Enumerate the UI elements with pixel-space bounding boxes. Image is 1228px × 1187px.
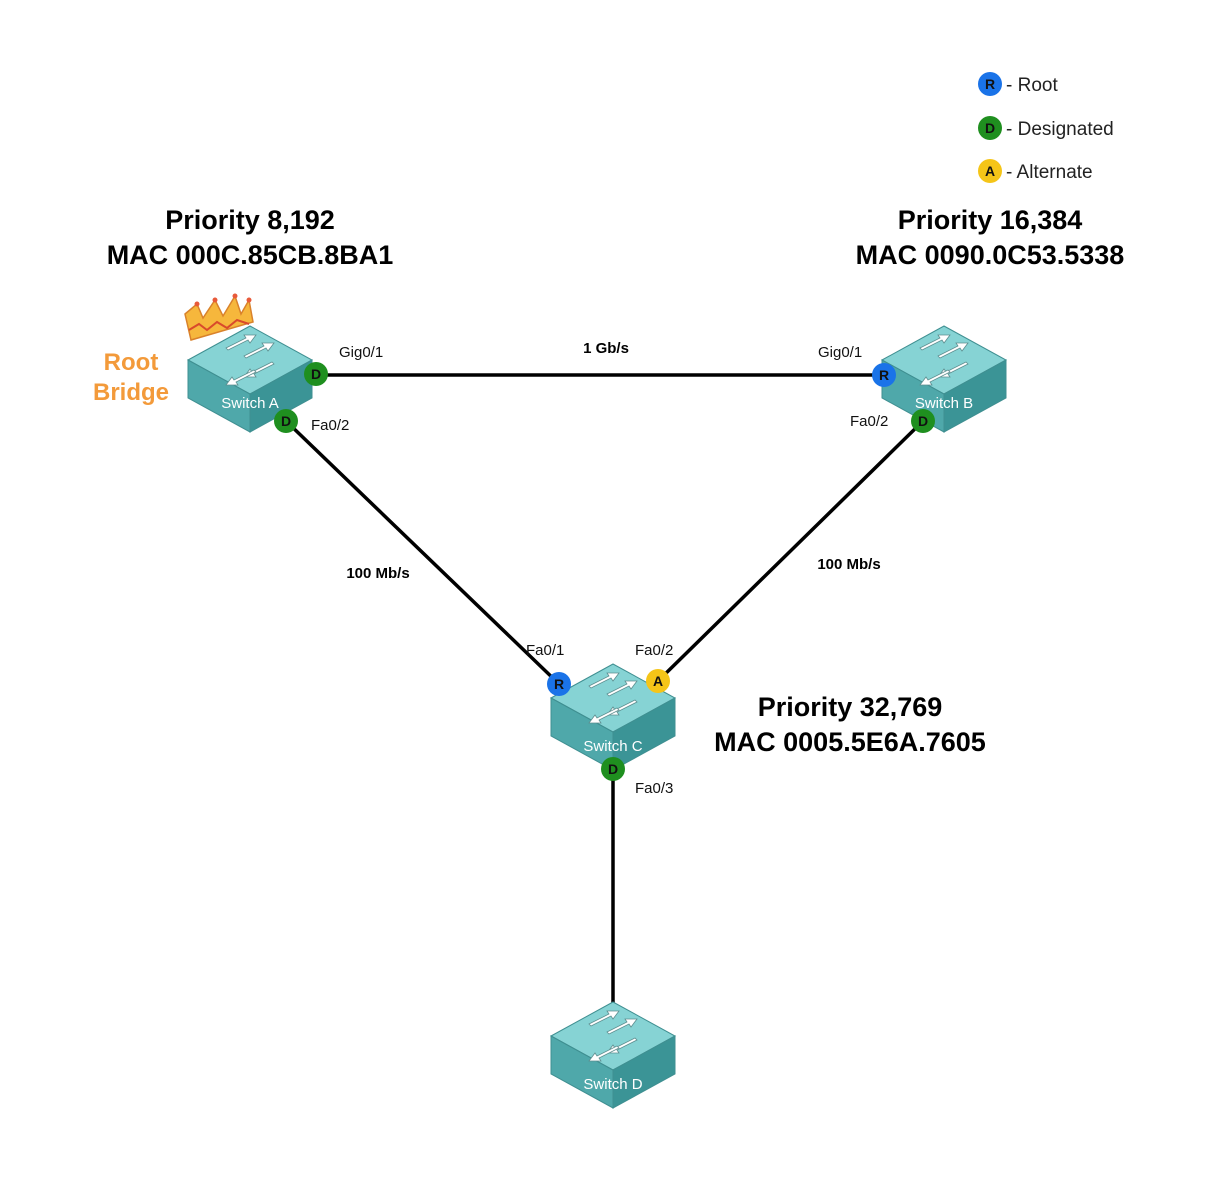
root-bridge-line2: Bridge xyxy=(93,379,169,406)
switch-a-priority: Priority 8,192 xyxy=(165,205,335,235)
switch-b-priority: Priority 16,384 xyxy=(898,205,1083,235)
root-bridge-label: Root Bridge xyxy=(93,349,169,406)
port-a-gig01[interactable]: D Gig0/1 xyxy=(304,344,383,386)
port-label: Fa0/1 xyxy=(526,642,564,659)
switch-a[interactable]: Switch A xyxy=(187,325,313,433)
switch-b-mac: MAC 0090.0C53.5338 xyxy=(856,240,1125,270)
root-badge-icon xyxy=(978,72,1002,96)
switch-b-info: Priority 16,384 MAC 0090.0C53.5338 xyxy=(856,205,1125,270)
port-badge-letter: D xyxy=(281,413,291,429)
switch-d-label: Switch D xyxy=(583,1076,642,1093)
legend-item-designated: D - Designated xyxy=(978,116,1114,140)
port-b-fa02[interactable]: D Fa0/2 xyxy=(850,409,935,433)
legend-item-root: R - Root xyxy=(978,72,1058,96)
port-label: Fa0/2 xyxy=(635,642,673,659)
switch-c-priority: Priority 32,769 xyxy=(758,692,943,722)
port-label: Gig0/1 xyxy=(818,344,862,361)
switch-c-mac: MAC 0005.5E6A.7605 xyxy=(714,727,986,757)
legend-text: - Alternate xyxy=(1006,162,1093,183)
link-a-c-speed: 100 Mb/s xyxy=(346,565,409,582)
switch-a-info: Priority 8,192 MAC 000C.85CB.8BA1 xyxy=(107,205,394,270)
legend-text: - Root xyxy=(1006,75,1058,96)
port-label: Fa0/3 xyxy=(635,780,673,797)
switch-a-mac: MAC 000C.85CB.8BA1 xyxy=(107,240,394,270)
link-a-c xyxy=(284,419,561,686)
legend-item-alternate: A - Alternate xyxy=(978,159,1093,183)
switch-b-label: Switch B xyxy=(915,395,973,412)
designated-badge-icon xyxy=(978,116,1002,140)
root-bridge-line1: Root xyxy=(104,349,159,376)
switch-b[interactable]: Switch B xyxy=(881,325,1007,433)
port-badge-letter: R xyxy=(554,676,564,692)
alternate-badge-icon xyxy=(646,669,670,693)
legend-letter: R xyxy=(985,76,995,92)
switch-c-info: Priority 32,769 MAC 0005.5E6A.7605 xyxy=(714,692,986,757)
links xyxy=(284,373,925,1005)
crown-icon xyxy=(184,293,254,341)
designated-badge-icon xyxy=(304,362,328,386)
switch-icon xyxy=(881,325,1007,433)
port-c-fa01[interactable]: R Fa0/1 xyxy=(526,642,571,696)
link-b-c-speed: 100 Mb/s xyxy=(817,556,880,573)
port-badge-letter: R xyxy=(879,367,889,383)
designated-badge-icon xyxy=(601,757,625,781)
link-b-c xyxy=(656,419,925,683)
port-b-gig01[interactable]: R Gig0/1 xyxy=(818,344,896,387)
port-label: Fa0/2 xyxy=(311,417,349,434)
port-label: Fa0/2 xyxy=(850,413,888,430)
designated-badge-icon xyxy=(911,409,935,433)
legend-letter: D xyxy=(985,120,995,136)
port-badge-letter: D xyxy=(608,761,618,777)
switch-a-label: Switch A xyxy=(221,395,279,412)
alternate-badge-icon xyxy=(978,159,1002,183)
port-badge-letter: D xyxy=(311,366,321,382)
port-label: Gig0/1 xyxy=(339,344,383,361)
port-badge-letter: D xyxy=(918,413,928,429)
port-badge-letter: A xyxy=(653,673,663,689)
port-a-fa02[interactable]: D Fa0/2 xyxy=(274,409,349,434)
legend: R - Root D - Designated A - Alternate xyxy=(978,72,1114,183)
root-badge-icon xyxy=(872,363,896,387)
switch-c-label: Switch C xyxy=(583,738,642,755)
port-c-fa02[interactable]: A Fa0/2 xyxy=(635,642,673,693)
legend-letter: A xyxy=(985,163,995,179)
root-badge-icon xyxy=(547,672,571,696)
port-c-fa03[interactable]: D Fa0/3 xyxy=(601,757,673,797)
designated-badge-icon xyxy=(274,409,298,433)
switch-d[interactable]: Switch D xyxy=(550,1001,676,1109)
link-a-b-speed: 1 Gb/s xyxy=(583,340,629,357)
legend-text: - Designated xyxy=(1006,119,1114,140)
switch-c[interactable]: Switch C xyxy=(550,663,676,771)
